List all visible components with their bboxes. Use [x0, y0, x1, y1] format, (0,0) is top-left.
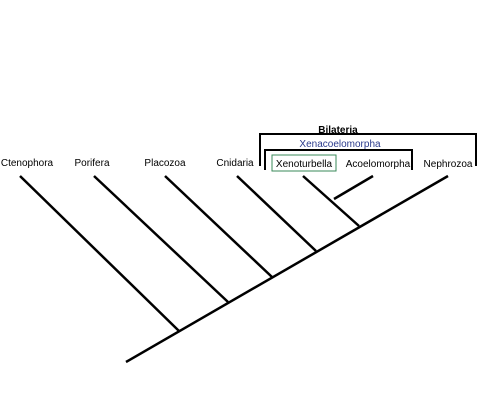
label-ctenophora: Ctenophora	[1, 158, 54, 169]
taxon-labels: Ctenophora Porifera Placozoa Cnidaria Xe…	[1, 158, 473, 170]
bilateria-bracket	[259, 133, 477, 166]
label-cnidaria: Cnidaria	[216, 158, 254, 169]
label-porifera: Porifera	[74, 158, 109, 169]
label-acoelomorpha: Acoelomorpha	[346, 159, 411, 170]
root-branch	[125, 174, 449, 364]
label-placozoa: Placozoa	[144, 158, 186, 169]
branch-xenoturbella	[302, 175, 360, 227]
branch-placozoa	[164, 175, 273, 278]
branch-ctenophora	[19, 175, 180, 332]
xenacoelomorpha-bracket	[264, 149, 413, 170]
xenacoelomorpha-label: Xenacoelomorpha	[299, 139, 381, 150]
label-nephrozoa: Nephrozoa	[424, 159, 473, 170]
xenoturbella-box	[271, 154, 337, 172]
branch-porifera	[93, 175, 229, 303]
label-xenoturbella: Xenoturbella	[276, 159, 333, 170]
branch-cnidaria	[236, 175, 317, 252]
tree-branches	[19, 174, 449, 364]
bilateria-label: Bilateria	[318, 125, 358, 136]
branch-acoelomorpha	[333, 174, 374, 201]
